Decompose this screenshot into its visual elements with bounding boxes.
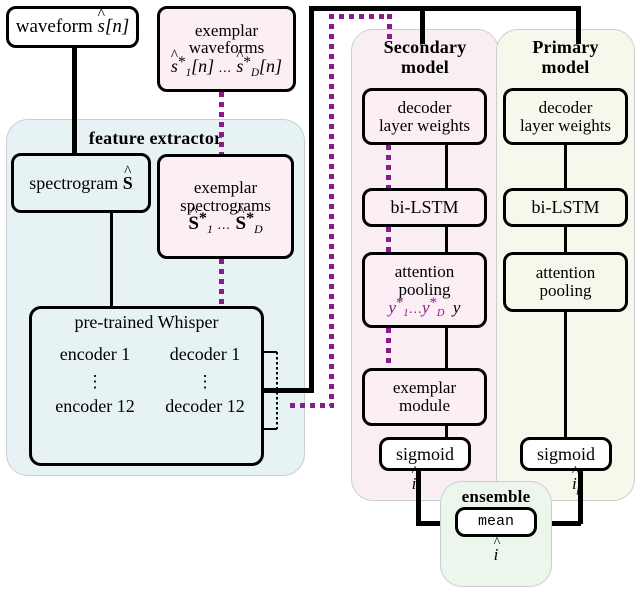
exemplar-spectrograms-box[interactable]: exemplar spectrograms ^S*1 ... ^S*D bbox=[157, 154, 294, 259]
edge-spectrogram-to-whisper bbox=[110, 213, 113, 306]
secondary-model-title-line2: model bbox=[401, 57, 449, 77]
pri-attn-line1: attention bbox=[535, 263, 596, 283]
primary-model-title-line2: model bbox=[541, 57, 590, 77]
edge-waveform-to-extractor bbox=[72, 48, 77, 153]
edge-exemplar-trunk-up bbox=[329, 14, 334, 406]
whisper-decoder-first: decoder 1 bbox=[169, 344, 241, 364]
edge-pri-attn-to-sigmoid bbox=[564, 312, 567, 437]
sec-sigmoid-label: sigmoid bbox=[395, 443, 454, 464]
whisper-title: pre-trained Whisper bbox=[74, 312, 219, 332]
exemplar-waveforms-line2: waveforms bbox=[188, 38, 265, 58]
edge-whisper-trunk-h bbox=[262, 388, 314, 393]
sec-module-line1: exemplar bbox=[392, 378, 457, 398]
spectrogram-box[interactable]: spectrogram ^S bbox=[11, 153, 151, 213]
whisper-decoder1-tap bbox=[258, 351, 277, 353]
edge-exemplar-spectrograms-to-whisper bbox=[219, 259, 224, 306]
secondary-bilstm[interactable]: bi-LSTM bbox=[362, 188, 487, 227]
exemplar-spectrograms-symbols: ^S*1 ... ^S*D bbox=[188, 203, 263, 237]
whisper-box[interactable]: pre-trained Whisper encoder 1 ⋮ encoder … bbox=[29, 306, 264, 466]
edge-sec-sigmoid-to-ensemble-v bbox=[416, 471, 421, 524]
edge-pri-sigmoid-to-ensemble-h bbox=[548, 521, 581, 526]
waveform-index: [n] bbox=[104, 16, 130, 38]
spectrogram-label: spectrogram bbox=[29, 172, 119, 193]
secondary-exemplar-module[interactable]: exemplar module bbox=[362, 368, 487, 426]
secondary-sigmoid[interactable]: sigmoid bbox=[379, 437, 471, 471]
primary-sigmoid[interactable]: sigmoid bbox=[520, 437, 612, 471]
exemplar-spectrograms-line1: exemplar bbox=[193, 177, 258, 197]
exemplar-waveforms-line1: exemplar bbox=[194, 20, 259, 40]
waveform-box[interactable]: waveform ^s[n] bbox=[6, 6, 139, 48]
edge-sec-bilstm-to-attn bbox=[445, 227, 448, 252]
edge-sec-exemplar-dlw-to-bilstm bbox=[386, 145, 391, 188]
edge-sec-exemplar-bilstm-to-attn bbox=[386, 227, 391, 252]
edge-pri-dlw-to-bilstm bbox=[564, 145, 567, 188]
edge-exemplar-trunk-into-secondary bbox=[387, 14, 392, 42]
whisper-encoder-dots: ⋮ bbox=[86, 371, 104, 391]
edge-trunk-to-primary bbox=[576, 6, 581, 44]
edge-exemplar-trunk-h-bottom bbox=[290, 403, 334, 408]
sec-module-line2: module bbox=[399, 396, 450, 415]
sec-dlw-line1: decoder bbox=[397, 97, 452, 117]
whisper-decoder-dots: ⋮ bbox=[196, 371, 214, 391]
sec-attn-symbols: y*1…y*D y bbox=[388, 295, 461, 320]
exemplar-waveforms-symbols: ^s*1[n] ... ^s*D[n] bbox=[170, 46, 283, 79]
pri-dlw-line1: decoder bbox=[538, 97, 593, 117]
pri-attn-line2: pooling bbox=[539, 281, 592, 300]
spectrogram-symbol: ^S bbox=[122, 163, 133, 193]
edge-exemplar-waveforms-to-spectrograms bbox=[219, 92, 224, 154]
edge-whisper-trunk-up bbox=[309, 6, 314, 391]
edge-sec-dlw-to-bilstm bbox=[445, 145, 448, 188]
ensemble-mean-box[interactable]: mean bbox=[455, 507, 537, 537]
edge-sec-sigmoid-to-ensemble-h bbox=[416, 521, 445, 526]
primary-bilstm[interactable]: bi-LSTM bbox=[503, 188, 628, 227]
pri-sigmoid-label: sigmoid bbox=[536, 443, 595, 464]
whisper-encoder-first: encoder 1 bbox=[59, 344, 131, 364]
pri-bilstm-label: bi-LSTM bbox=[531, 197, 600, 218]
exemplar-spectrograms-line2: spectrograms bbox=[180, 195, 271, 215]
exemplar-waveforms-box[interactable]: exemplar waveforms ^s*1[n] ... ^s*D[n] bbox=[157, 6, 296, 92]
ensemble-mean-label: mean bbox=[477, 513, 514, 531]
ensemble-output-label: ^i bbox=[493, 535, 501, 564]
sec-dlw-line2: layer weights bbox=[378, 115, 471, 135]
secondary-model-title-line1: Secondary bbox=[383, 37, 467, 57]
pri-dlw-line2: layer weights bbox=[519, 115, 612, 135]
whisper-decoder12-tap bbox=[258, 428, 277, 430]
secondary-decoder-layer-weights[interactable]: decoder layer weights bbox=[362, 88, 487, 145]
sec-attn-line2: pooling bbox=[398, 279, 451, 299]
secondary-output-label: ^is bbox=[411, 464, 421, 496]
primary-model-title-line1: Primary bbox=[532, 37, 599, 57]
whisper-encoder-last: encoder 12 bbox=[55, 395, 135, 416]
primary-decoder-layer-weights[interactable]: decoder layer weights bbox=[503, 88, 628, 145]
edge-sec-attn-to-exemplar-module bbox=[445, 328, 448, 368]
primary-attention-pooling[interactable]: attention pooling bbox=[503, 252, 628, 312]
edge-pri-sigmoid-to-ensemble-v bbox=[578, 471, 583, 524]
secondary-attention-pooling[interactable]: attention pooling y*1…y*D y bbox=[362, 252, 487, 328]
sec-bilstm-label: bi-LSTM bbox=[390, 197, 459, 218]
ensemble-title: ensemble bbox=[461, 487, 531, 506]
edge-sec-exemplar-attn-to-module bbox=[386, 328, 391, 368]
waveform-symbol: ^s bbox=[97, 6, 106, 38]
edge-trunk-top-h bbox=[309, 6, 580, 11]
feature-extractor-title: feature extractor bbox=[88, 128, 223, 148]
sec-attn-line1: attention bbox=[394, 262, 455, 282]
edge-trunk-to-secondary bbox=[420, 6, 425, 44]
edge-pri-bilstm-to-attn bbox=[564, 227, 567, 252]
primary-output-label: ^ip bbox=[572, 464, 582, 496]
whisper-decoder-last: decoder 12 bbox=[165, 395, 245, 416]
edge-exemplar-trunk-h-top bbox=[329, 14, 392, 19]
waveform-label: waveform bbox=[15, 16, 93, 38]
